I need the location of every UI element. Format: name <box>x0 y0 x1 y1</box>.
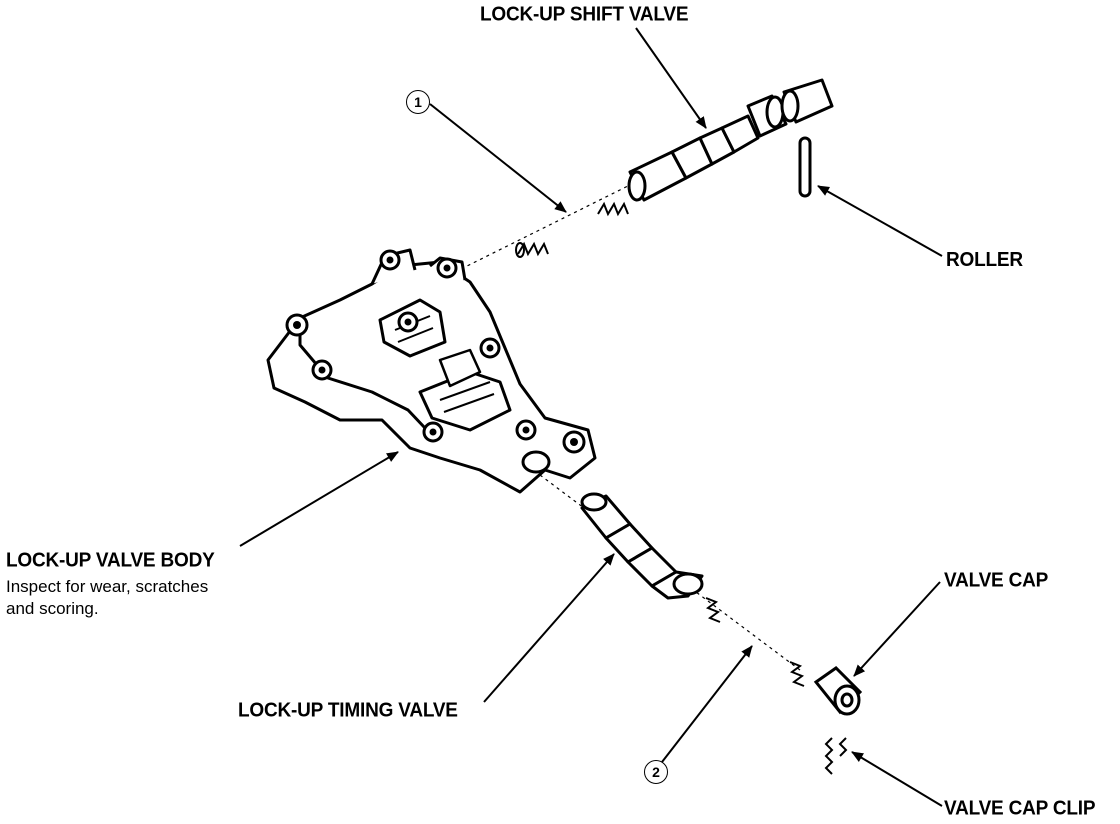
lock-up-shift-valve <box>627 78 834 202</box>
lock-up-valve-body <box>266 248 597 494</box>
inspect-note-line-1: Inspect for wear, scratches <box>6 577 209 596</box>
lock-up-timing-valve <box>580 492 704 600</box>
inspect-note-line-2: and scoring. <box>6 599 99 618</box>
label-lock-up-shift-valve: LOCK-UP SHIFT VALVE <box>480 3 689 26</box>
label-valve-cap: VALVE CAP <box>944 569 1049 592</box>
valve-cap-clip <box>824 737 848 775</box>
label-lock-up-valve-body: LOCK-UP VALVE BODY <box>6 549 215 572</box>
spring-1 <box>515 201 629 258</box>
callout-1: 1 <box>406 90 430 114</box>
label-roller: ROLLER <box>946 249 1023 272</box>
callout-2: 2 <box>644 760 668 784</box>
valve-cap <box>813 666 863 716</box>
spring-2 <box>705 597 805 687</box>
leader-lines <box>239 27 943 807</box>
label-valve-cap-clip: VALVE CAP CLIP <box>944 797 1096 820</box>
label-lock-up-timing-valve: LOCK-UP TIMING VALVE <box>238 699 458 722</box>
